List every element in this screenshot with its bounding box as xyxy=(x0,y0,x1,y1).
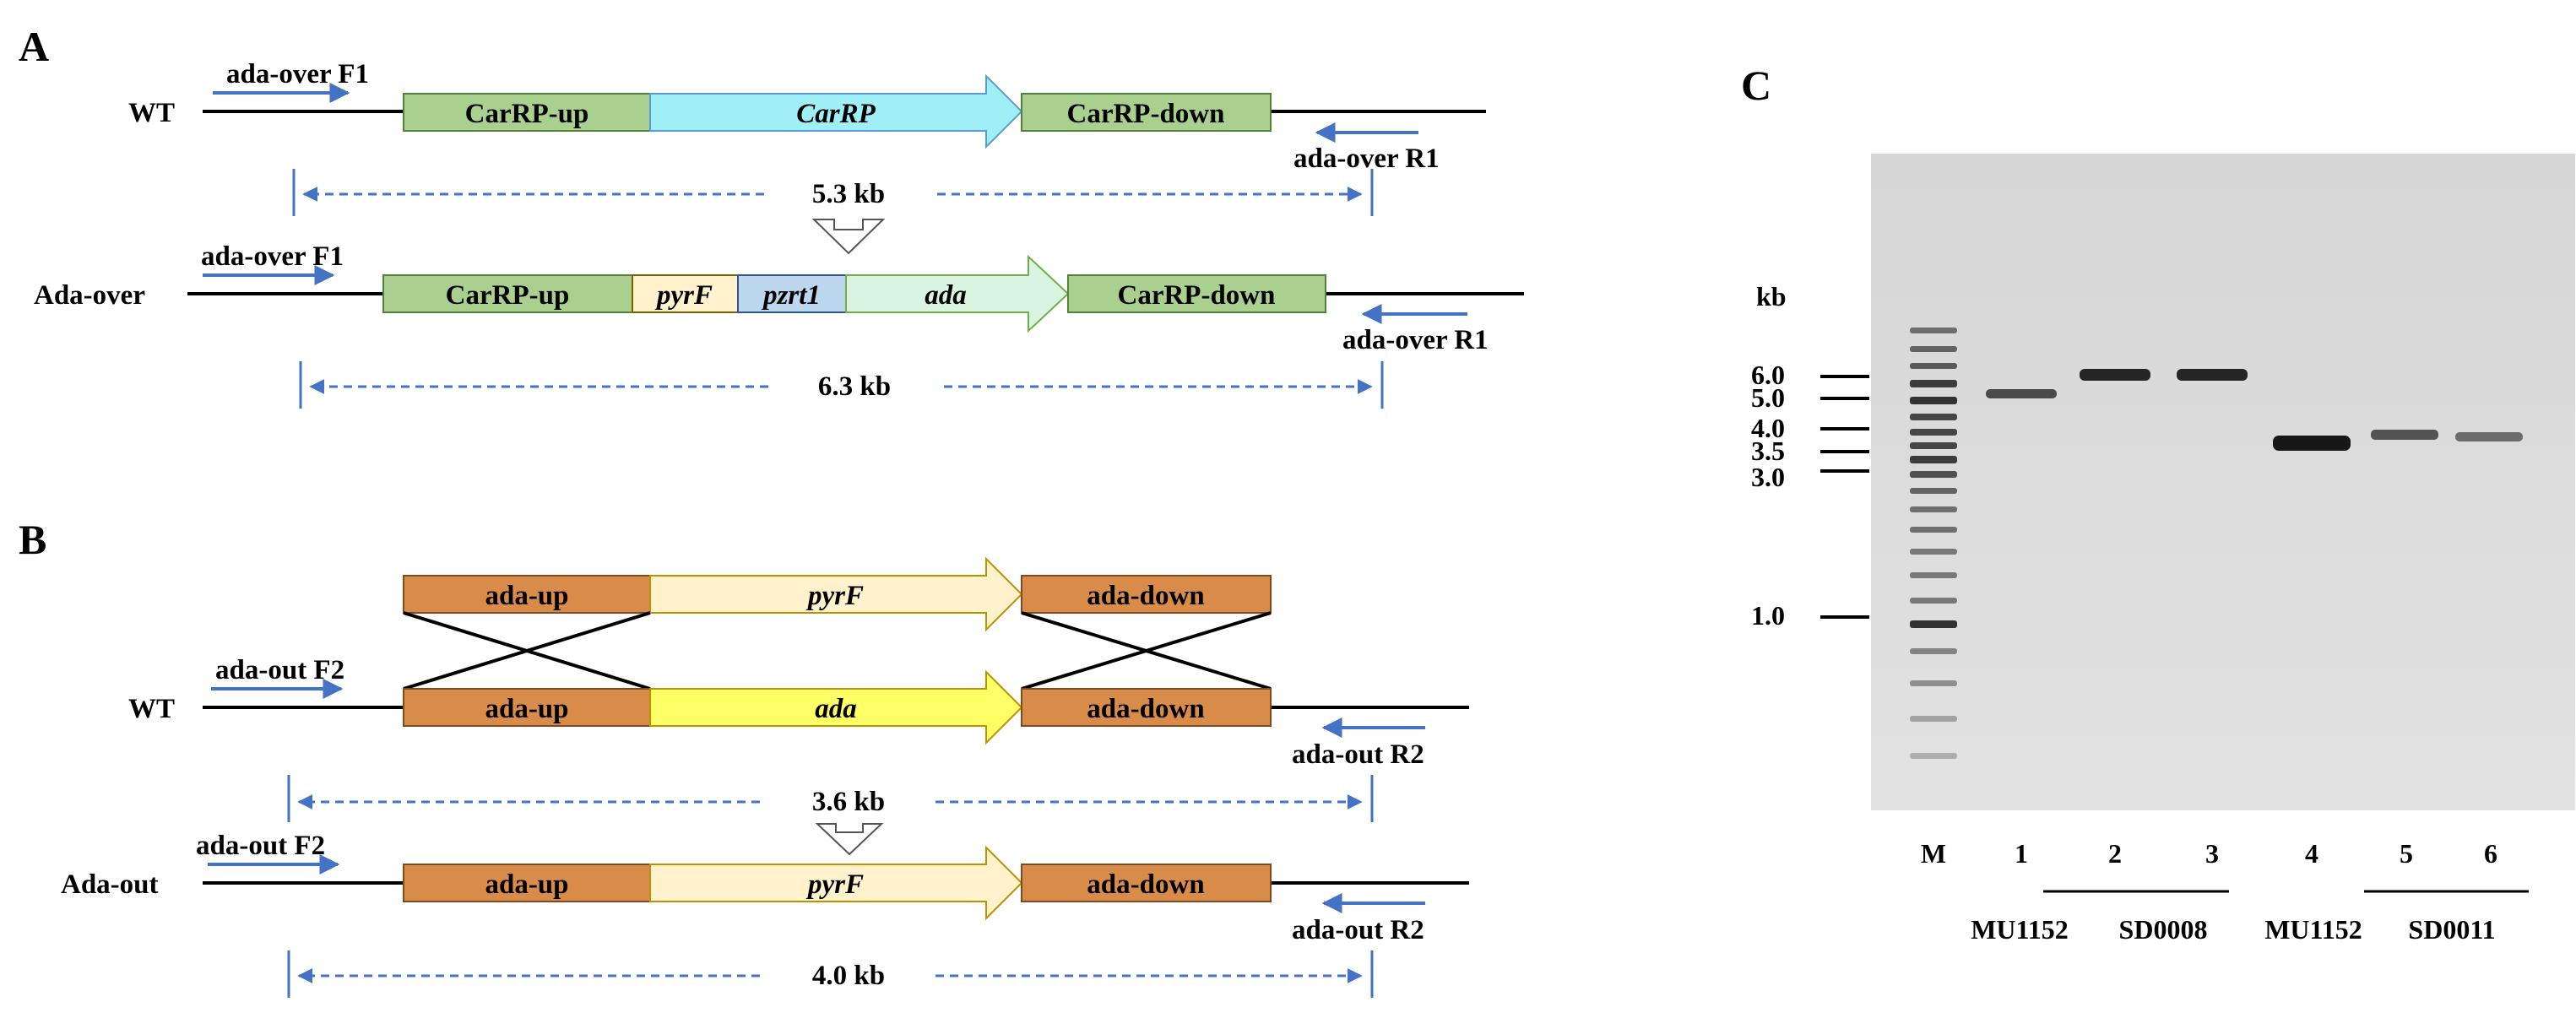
donor-ada-up-label: ada-up xyxy=(485,581,568,611)
mut-pyrf-label: pyrF xyxy=(805,869,864,900)
gel-background xyxy=(1871,154,2575,810)
panel-a-transition-arrow xyxy=(811,219,886,255)
marker-5-0: 5.0 xyxy=(1751,382,1785,413)
strain-sd0008: SD0008 xyxy=(2119,914,2208,945)
ladder-lane xyxy=(1910,328,1957,759)
pyrf-label: pyrF xyxy=(654,280,713,311)
crossover-left-b xyxy=(403,611,651,690)
gel-image xyxy=(1871,154,2575,810)
lane-label-1: 1 xyxy=(2015,838,2028,869)
wt-ada-down-label: ada-down xyxy=(1087,694,1204,724)
panel-b-mut-construct: Ada-out ada-out F2 ada-up pyrF ada-down … xyxy=(61,831,1469,998)
marker-1-0: 1.0 xyxy=(1751,600,1785,631)
lane-label-m: M xyxy=(1921,838,1946,869)
mut-amplicon-size: 6.3 kb xyxy=(818,371,891,402)
band-lane-5 xyxy=(2371,430,2438,440)
primer-f1-label: ada-over F1 xyxy=(226,59,369,89)
donor-ada-down-box xyxy=(1021,575,1272,614)
panel-b-label: B xyxy=(19,516,46,563)
marker-scale: 6.0 5.0 4.0 3.5 3.0 1.0 xyxy=(1751,360,1869,631)
lane-label-5: 5 xyxy=(2400,838,2413,869)
wt-amplicon-size: 5.3 kb xyxy=(812,179,885,209)
strain-labels: MU1152 SD0008 MU1152 SD0011 xyxy=(1971,890,2529,945)
panel-b-wt-construct: WT ada-out F2 ada-up ada ada-down ada-ou… xyxy=(128,655,1469,822)
panel-a-label: A xyxy=(19,23,49,70)
wt-ada-gene-arrow xyxy=(649,669,1023,745)
primer-f2-label: ada-out F2 xyxy=(215,655,344,685)
carrp-gene-arrow xyxy=(649,73,1023,149)
donor-pyrf-arrow xyxy=(649,556,1023,632)
lane-labels: M 1 2 3 4 5 6 xyxy=(1921,838,2497,869)
mut-ada-down-box xyxy=(1021,864,1272,902)
b-wt-amplicon-size: 3.6 kb xyxy=(812,787,885,817)
ada-gene-arrow xyxy=(845,254,1070,333)
pyrf-box xyxy=(632,274,739,313)
mut-ada-up-label: ada-up xyxy=(485,869,568,900)
marker-4-0: 4.0 xyxy=(1751,413,1785,443)
pzrt1-box xyxy=(737,274,847,313)
carrp-up-label: CarRP-up xyxy=(465,99,589,129)
mut-ada-down-label: ada-down xyxy=(1087,869,1204,900)
carrp-up-box-2 xyxy=(382,274,633,313)
band-lane-2 xyxy=(2080,369,2150,381)
marker-6-0: 6.0 xyxy=(1751,360,1785,390)
primer-r1b-label: ada-over R1 xyxy=(1342,325,1489,355)
wt-ada-down-box xyxy=(1021,688,1272,727)
ada-over-label: Ada-over xyxy=(34,280,145,311)
ada-gene-label: ada xyxy=(925,280,967,311)
carrp-down-label-2: CarRP-down xyxy=(1118,280,1276,311)
wt-ada-gene-label: ada xyxy=(815,694,857,724)
strain-mu1152-a: MU1152 xyxy=(1971,914,2069,945)
primer-f1b-label: ada-over F1 xyxy=(201,241,344,272)
carrp-down-box-2 xyxy=(1067,274,1326,313)
carrp-down-label: CarRP-down xyxy=(1067,99,1225,129)
band-lane-3 xyxy=(2177,369,2248,381)
donor-ada-up-box xyxy=(403,575,651,614)
lane-label-4: 4 xyxy=(2305,838,2318,869)
b-mut-amplicon-size: 4.0 kb xyxy=(812,961,885,991)
primer-f2b-label: ada-out F2 xyxy=(196,831,325,861)
donor-pyrf-label: pyrF xyxy=(805,581,864,611)
wt-ada-up-label: ada-up xyxy=(485,694,568,724)
ada-out-label: Ada-out xyxy=(61,869,159,900)
wt-label: WT xyxy=(128,98,175,128)
panel-b-transition-arrow xyxy=(815,823,884,856)
strain-sd0011: SD0011 xyxy=(2408,914,2495,945)
strain-mu1152-b: MU1152 xyxy=(2264,914,2362,945)
primer-r2-label: ada-out R2 xyxy=(1292,739,1424,770)
panel-b-donor: ada-up pyrF ada-down xyxy=(403,556,1272,632)
primer-r1-label: ada-over R1 xyxy=(1293,143,1440,174)
b-wt-label: WT xyxy=(128,694,175,724)
panel-c-label: C xyxy=(1741,62,1771,109)
primer-r2b-label: ada-out R2 xyxy=(1292,915,1424,945)
band-lane-6 xyxy=(2455,432,2523,441)
lane-label-2: 2 xyxy=(2108,838,2122,869)
marker-3-5: 3.5 xyxy=(1751,436,1785,466)
carrp-gene-label: CarRP xyxy=(796,99,876,129)
kb-label: kb xyxy=(1756,281,1787,311)
panel-a-wt-construct: WT ada-over F1 CarRP-up CarRP CarRP-down… xyxy=(128,59,1486,216)
mut-ada-up-box xyxy=(403,864,651,902)
carrp-down-box xyxy=(1021,93,1272,132)
carrp-up-label-2: CarRP-up xyxy=(446,280,570,311)
mut-pyrf-arrow xyxy=(649,845,1023,921)
crossover-right-b xyxy=(1021,611,1272,690)
lane-label-3: 3 xyxy=(2205,838,2219,869)
wt-ada-up-box xyxy=(403,688,651,727)
band-lane-4 xyxy=(2273,436,2351,451)
band-lane-1 xyxy=(1986,389,2057,398)
pzrt1-label: pzrt1 xyxy=(761,280,821,311)
panel-a-mut-construct: Ada-over ada-over F1 CarRP-up pyrF pzrt1… xyxy=(34,241,1524,409)
donor-ada-down-label: ada-down xyxy=(1087,581,1204,611)
lane-label-6: 6 xyxy=(2484,838,2497,869)
marker-3-0: 3.0 xyxy=(1751,462,1785,492)
crossover-marks xyxy=(403,611,1272,690)
